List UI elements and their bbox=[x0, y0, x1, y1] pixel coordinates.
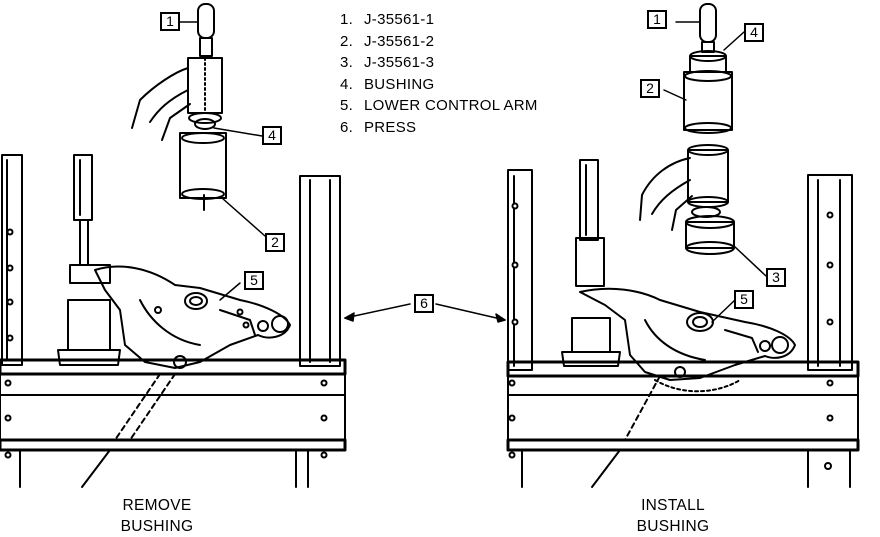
caption-line: REMOVE bbox=[122, 497, 192, 514]
callout-6: 6 bbox=[414, 294, 434, 313]
right-press-frame bbox=[506, 169, 860, 488]
legend-item: 2. J-35561-2 bbox=[340, 31, 538, 53]
legend-text: PRESS bbox=[364, 118, 417, 136]
callout-5-left: 5 bbox=[244, 271, 264, 290]
right-press-ram bbox=[561, 159, 621, 367]
callout-4-right: 4 bbox=[744, 23, 764, 42]
legend-text: J-35561-2 bbox=[364, 32, 435, 50]
legend-number: 4. bbox=[340, 75, 354, 93]
right-tool-stack bbox=[639, 3, 735, 255]
callout-5-right: 5 bbox=[734, 290, 754, 309]
legend-text: LOWER CONTROL ARM bbox=[364, 97, 538, 114]
caption-line: BUSHING bbox=[636, 518, 710, 535]
right-callout-leaders bbox=[663, 21, 767, 323]
legend-item: 3. J-35561-3 bbox=[340, 52, 538, 74]
legend-number: 2. bbox=[340, 32, 354, 50]
legend-item: 4. BUSHING bbox=[340, 74, 538, 96]
left-tool-stack bbox=[131, 3, 227, 211]
legend-item: 1. J-35561-1 bbox=[340, 9, 538, 31]
callout-6-leaders bbox=[344, 303, 506, 323]
legend-number: 6. bbox=[340, 118, 354, 136]
caption-line: BUSHING bbox=[120, 518, 194, 535]
left-lower-control-arm bbox=[94, 265, 291, 369]
callout-1-right: 1 bbox=[647, 10, 667, 29]
caption-line: INSTALL bbox=[641, 497, 705, 514]
left-callout-leaders bbox=[179, 21, 266, 301]
legend-number: 5. bbox=[340, 97, 354, 114]
legend-text: J-35561-3 bbox=[364, 54, 435, 71]
legend-number: 3. bbox=[340, 54, 354, 71]
legend-item: 6. PRESS bbox=[340, 117, 538, 139]
install-bushing-caption: INSTALL BUSHING bbox=[628, 495, 718, 537]
left-press-ram bbox=[57, 154, 121, 366]
callout-3-right: 3 bbox=[766, 268, 786, 287]
callout-1-left: 1 bbox=[160, 12, 180, 31]
legend-text: BUSHING bbox=[364, 75, 435, 93]
legend-item: 5. LOWER CONTROL ARM bbox=[340, 95, 538, 117]
left-press-frame bbox=[0, 154, 347, 488]
callout-2-left: 2 bbox=[265, 233, 285, 252]
legend-number: 1. bbox=[340, 11, 354, 28]
parts-legend: 1. J-35561-1 2. J-35561-2 3. J-35561-3 4. BU… bbox=[340, 9, 538, 138]
remove-bushing-caption: REMOVE BUSHING bbox=[112, 495, 202, 537]
callout-4-left: 4 bbox=[262, 126, 282, 145]
callout-2-right: 2 bbox=[640, 79, 660, 98]
legend-text: J-35561-1 bbox=[364, 11, 435, 28]
